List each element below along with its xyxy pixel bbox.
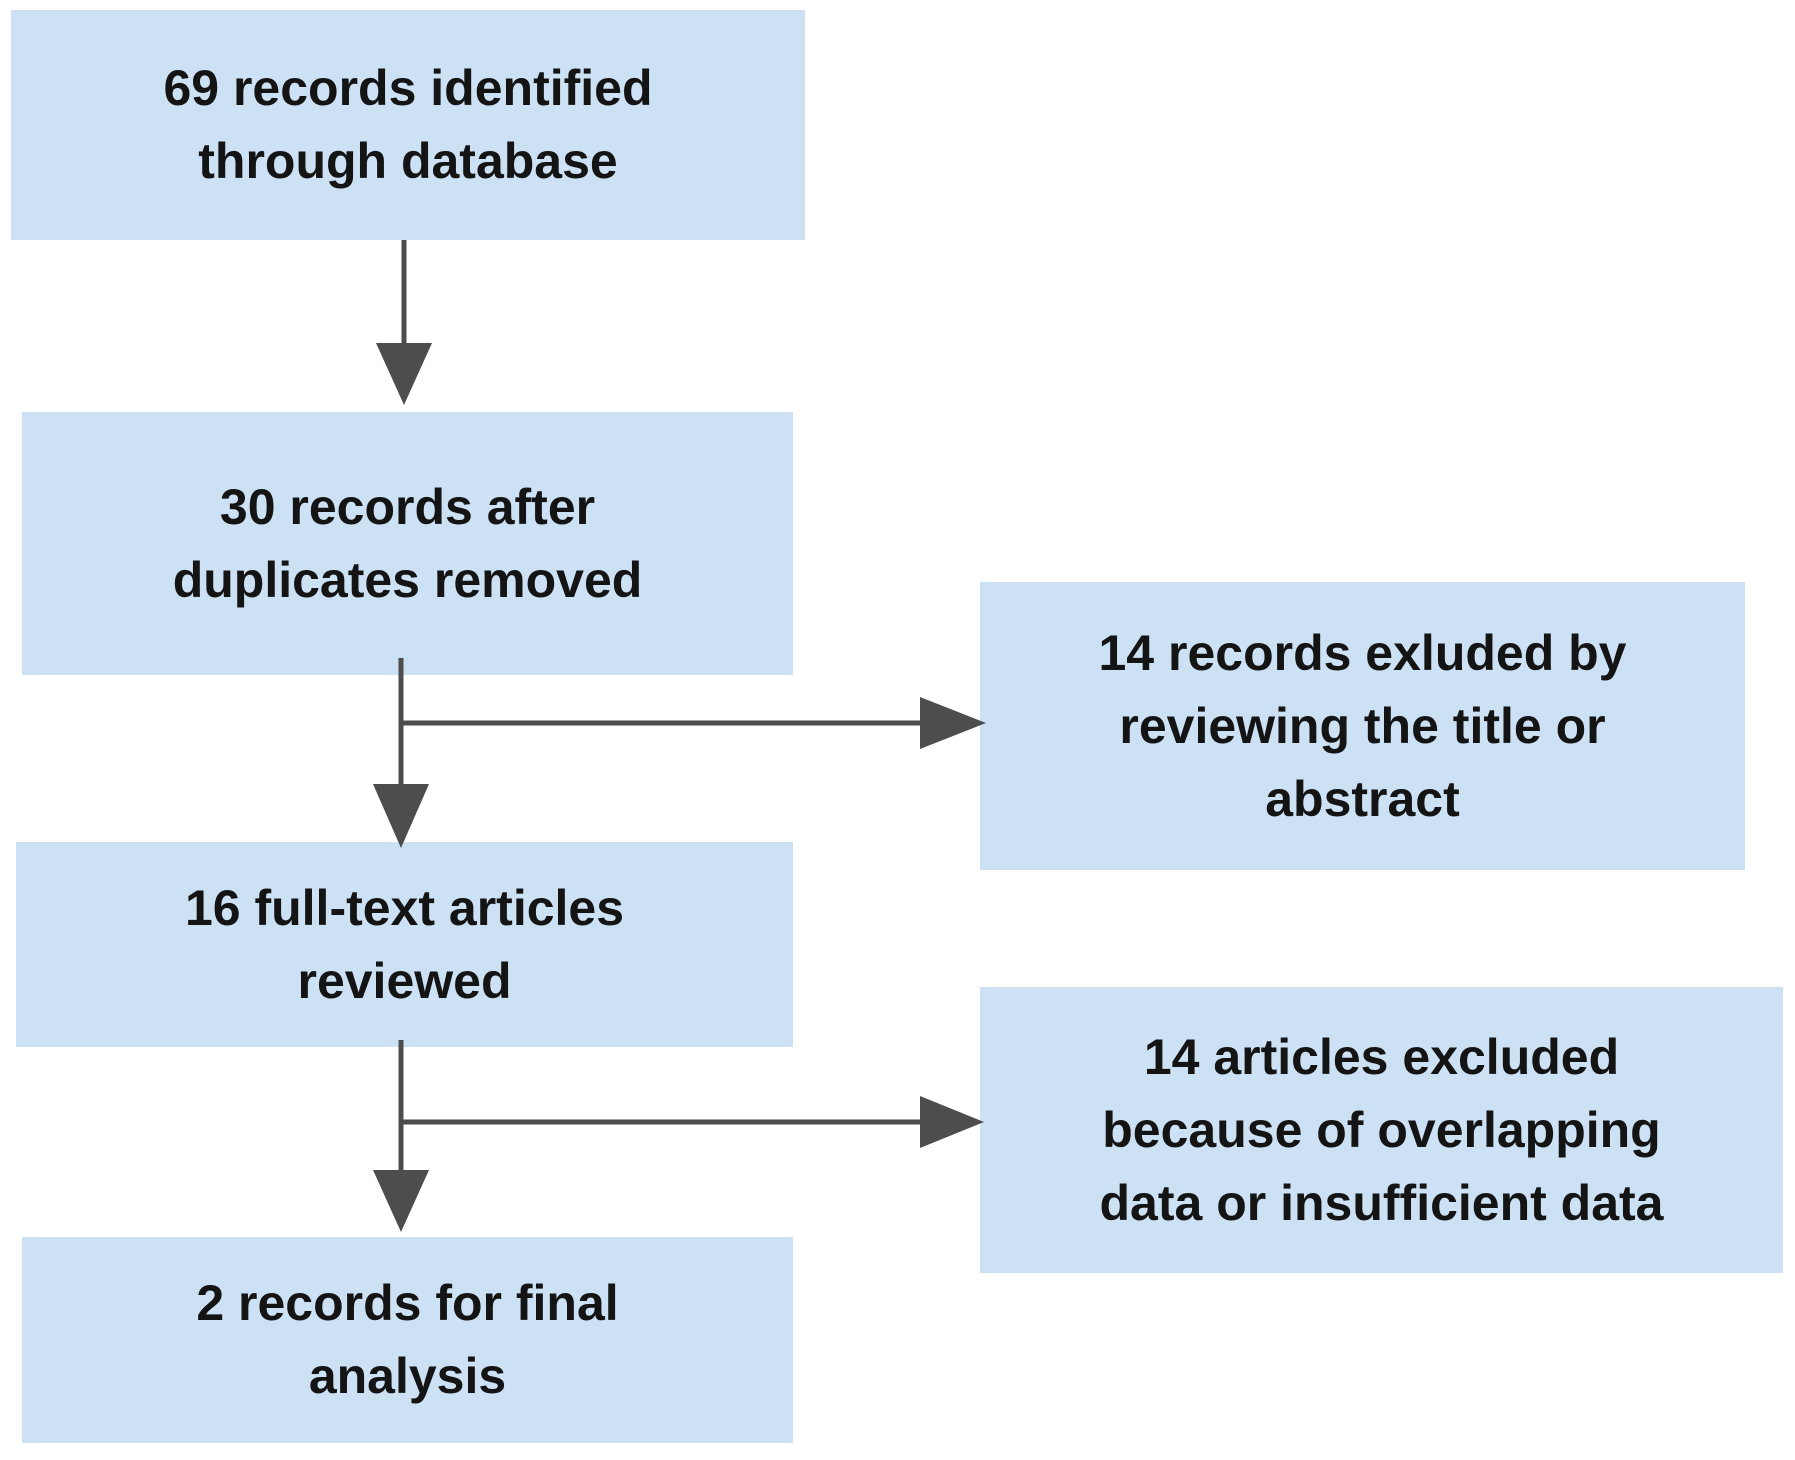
- node-records-identified: 69 records identified through database: [11, 10, 805, 240]
- node-records-identified-label: 69 records identified through database: [163, 60, 653, 189]
- arrow-identified-to-duplicates-head-icon: [376, 343, 432, 405]
- arrow-duplicates-to-fulltext-head-icon: [373, 784, 429, 848]
- node-final-analysis: 2 records for final analysis: [22, 1237, 793, 1443]
- node-duplicates-removed-label: 30 records after duplicates removed: [172, 478, 643, 608]
- node-fulltext-reviewed-label: 16 full-text articles reviewed: [184, 879, 625, 1009]
- arrow-branch-to-excluded-overlap-head-icon: [920, 1096, 984, 1148]
- node-excluded-title-abstract-label: 14 records exluded by reviewing the titl…: [1098, 624, 1627, 827]
- node-excluded-overlapping-data: 14 articles excluded because of overlapp…: [980, 987, 1783, 1273]
- arrow-fulltext-to-final-head-icon: [373, 1170, 429, 1232]
- node-fulltext-reviewed: 16 full-text articles reviewed: [16, 842, 793, 1047]
- arrow-branch-to-excluded-title-head-icon: [920, 697, 986, 749]
- node-excluded-overlapping-data-label: 14 articles excluded because of overlapp…: [1099, 1028, 1664, 1231]
- node-final-analysis-label: 2 records for final analysis: [196, 1275, 619, 1404]
- node-excluded-title-abstract: 14 records exluded by reviewing the titl…: [980, 582, 1745, 870]
- node-duplicates-removed: 30 records after duplicates removed: [22, 412, 793, 675]
